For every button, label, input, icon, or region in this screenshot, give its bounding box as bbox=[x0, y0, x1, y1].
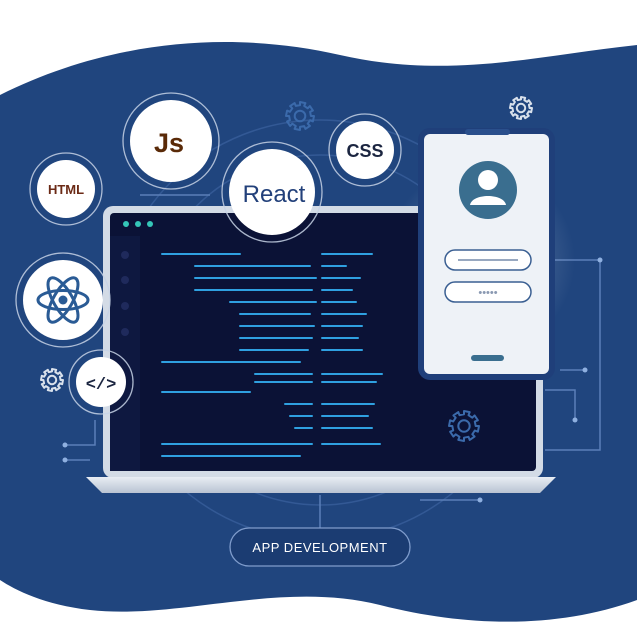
js-badge bbox=[130, 100, 212, 182]
html-badge bbox=[37, 160, 95, 218]
code-lines bbox=[161, 253, 383, 457]
css-label: CSS bbox=[346, 141, 383, 161]
js-label: Js bbox=[154, 128, 184, 158]
badge-rings bbox=[15, 92, 402, 415]
html-label: HTML bbox=[48, 182, 84, 197]
laptop-base bbox=[86, 477, 556, 493]
app-development-pill bbox=[229, 527, 411, 567]
user-avatar-icon bbox=[459, 161, 517, 219]
code-tag-icon: </> bbox=[86, 376, 117, 395]
react-badge bbox=[229, 149, 315, 235]
react-atom-icon bbox=[36, 276, 90, 324]
code-tag-badge bbox=[76, 357, 126, 407]
password-dots: ••••• bbox=[478, 287, 497, 299]
css-badge bbox=[336, 121, 394, 179]
phone-home-bar bbox=[471, 355, 504, 361]
gear-icon bbox=[40, 368, 64, 392]
gear-icon bbox=[509, 96, 533, 120]
circuit-nodes bbox=[62, 257, 603, 503]
gutter-dots bbox=[121, 251, 129, 336]
window-dots bbox=[123, 221, 153, 227]
password-field[interactable] bbox=[444, 281, 532, 303]
gear-icon bbox=[285, 101, 315, 131]
gear-icon bbox=[448, 410, 480, 442]
react-label: React bbox=[243, 181, 306, 208]
caption-label: APP DEVELOPMENT bbox=[252, 540, 387, 555]
